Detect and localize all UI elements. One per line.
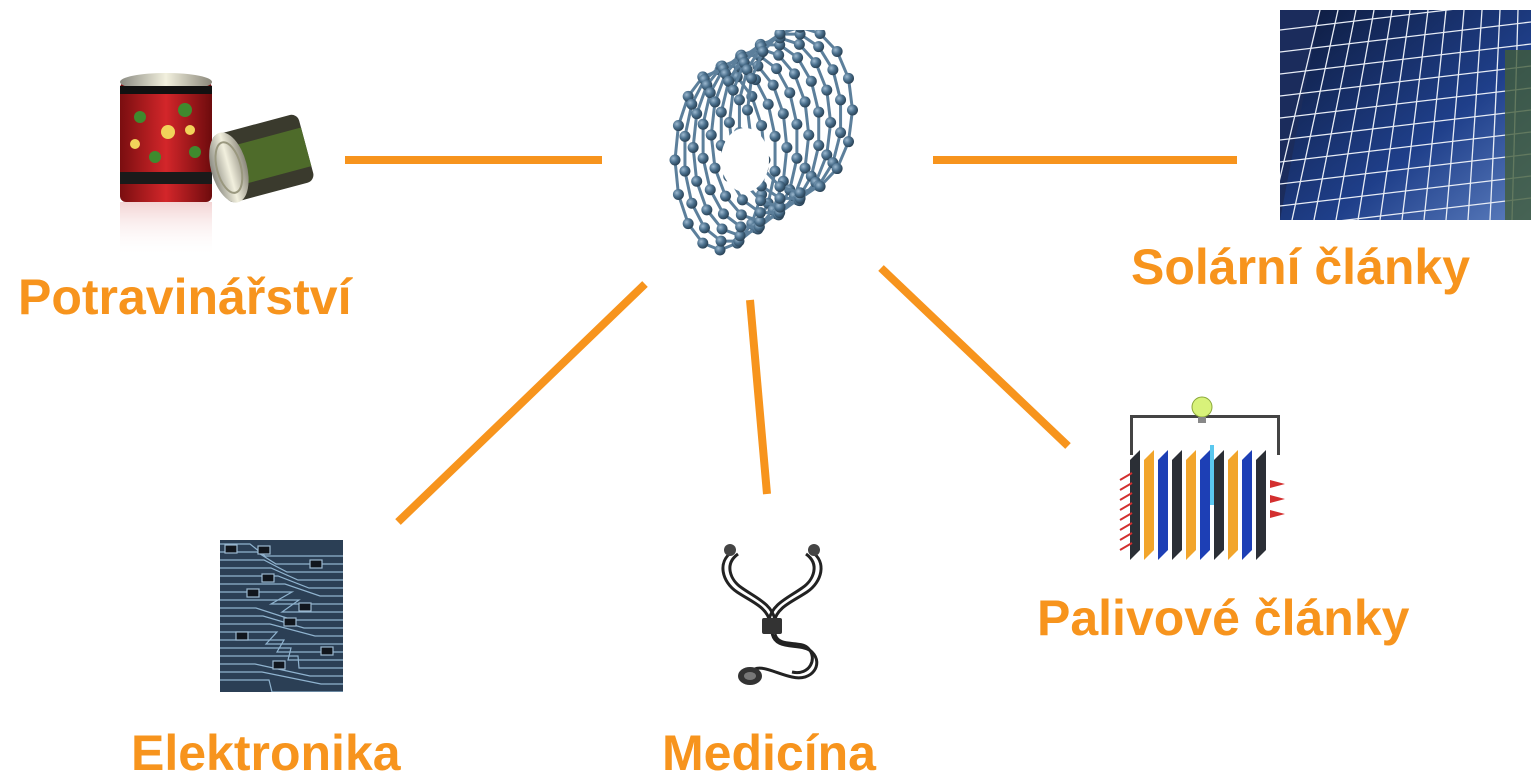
food-cans-icon <box>110 62 325 262</box>
label-palivove-clanky: Palivové články <box>1037 593 1409 643</box>
label-solarni-clanky: Solární články <box>1131 242 1470 292</box>
solar-panel-icon <box>1280 10 1531 220</box>
connector-fuel <box>881 268 1068 446</box>
stethoscope-icon <box>712 542 832 692</box>
connector-electronics <box>398 284 645 522</box>
label-potravinarstvi: Potravinářství <box>18 272 351 322</box>
label-elektronika: Elektronika <box>131 728 401 778</box>
fuel-cell-icon <box>1110 385 1300 580</box>
circuit-board-icon <box>220 540 343 692</box>
label-medicina: Medicína <box>662 728 876 778</box>
nanotube-image <box>645 30 895 275</box>
connector-medicine <box>750 300 767 494</box>
